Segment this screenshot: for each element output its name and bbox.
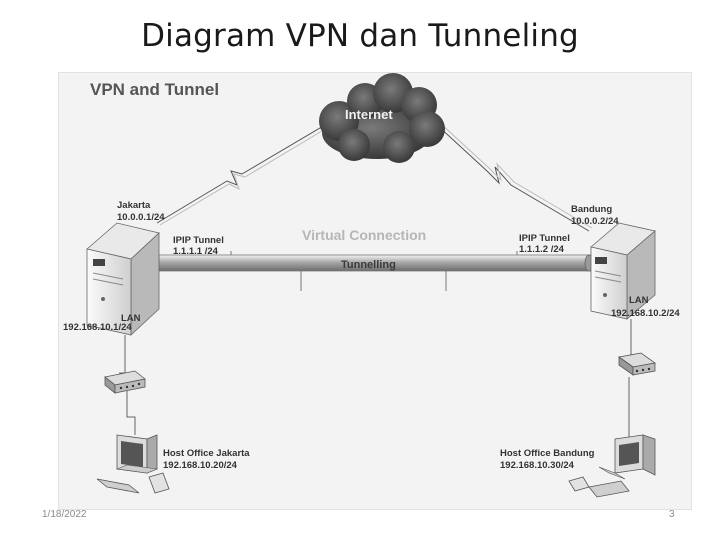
slide-title: Diagram VPN dan Tunneling: [141, 18, 579, 54]
slide-page-number: 3: [669, 509, 675, 520]
bandung-server-icon: [590, 222, 656, 320]
tunnel-label: Tunnelling: [341, 259, 396, 271]
jakarta-switch-icon: [104, 370, 146, 394]
bandung-lan-ip-label: 192.168.10.2/24: [611, 308, 680, 319]
jakarta-host-label: Host Office Jakarta: [163, 448, 250, 459]
bandung-host-ip-label: 192.168.10.30/24: [500, 460, 574, 471]
bandung-lan-label: LAN: [629, 295, 649, 306]
bandung-tunnel-ip-label: 1.1.1.2 /24: [519, 244, 564, 255]
bandung-name-label: Bandung: [571, 204, 613, 215]
jakarta-host-ip-label: 192.168.10.20/24: [163, 460, 237, 471]
diagram-title: VPN and Tunnel: [90, 80, 220, 99]
slide-date: 1/18/2022: [42, 509, 87, 520]
jakarta-name-label: Jakarta: [117, 200, 151, 211]
wan-link-jakarta: [156, 124, 328, 226]
jakarta-host-computer-icon: [96, 434, 170, 494]
jakarta-server-icon: [86, 222, 160, 336]
jakarta-tunnel-ip-label: 1.1.1.1 /24: [173, 246, 218, 257]
virtual-connection-label: Virtual Connection: [302, 227, 427, 243]
lan-links: [119, 319, 632, 439]
jakarta-lan-label: LAN: [121, 313, 141, 324]
bandung-host-computer-icon: [568, 434, 656, 498]
internet-cloud-icon: [319, 73, 445, 163]
connection-ticks: [230, 251, 518, 291]
network-diagram: VPN and Tunnel Internet Virtual Connecti…: [58, 72, 692, 510]
bandung-host-label: Host Office Bandung: [500, 448, 595, 459]
diagram-graphics: [86, 73, 657, 498]
jakarta-tunnel-label: IPIP Tunnel: [173, 235, 224, 246]
jakarta-ip-label: 10.0.0.1/24: [117, 212, 165, 223]
wan-link-bandung: [436, 122, 593, 232]
internet-label: Internet: [345, 107, 393, 122]
bandung-tunnel-label: IPIP Tunnel: [519, 233, 570, 244]
bandung-switch-icon: [617, 352, 657, 376]
jakarta-lan-ip-label: 192.168.10.1/24: [63, 322, 132, 333]
bandung-ip-label: 10.0.0.2/24: [571, 216, 619, 227]
